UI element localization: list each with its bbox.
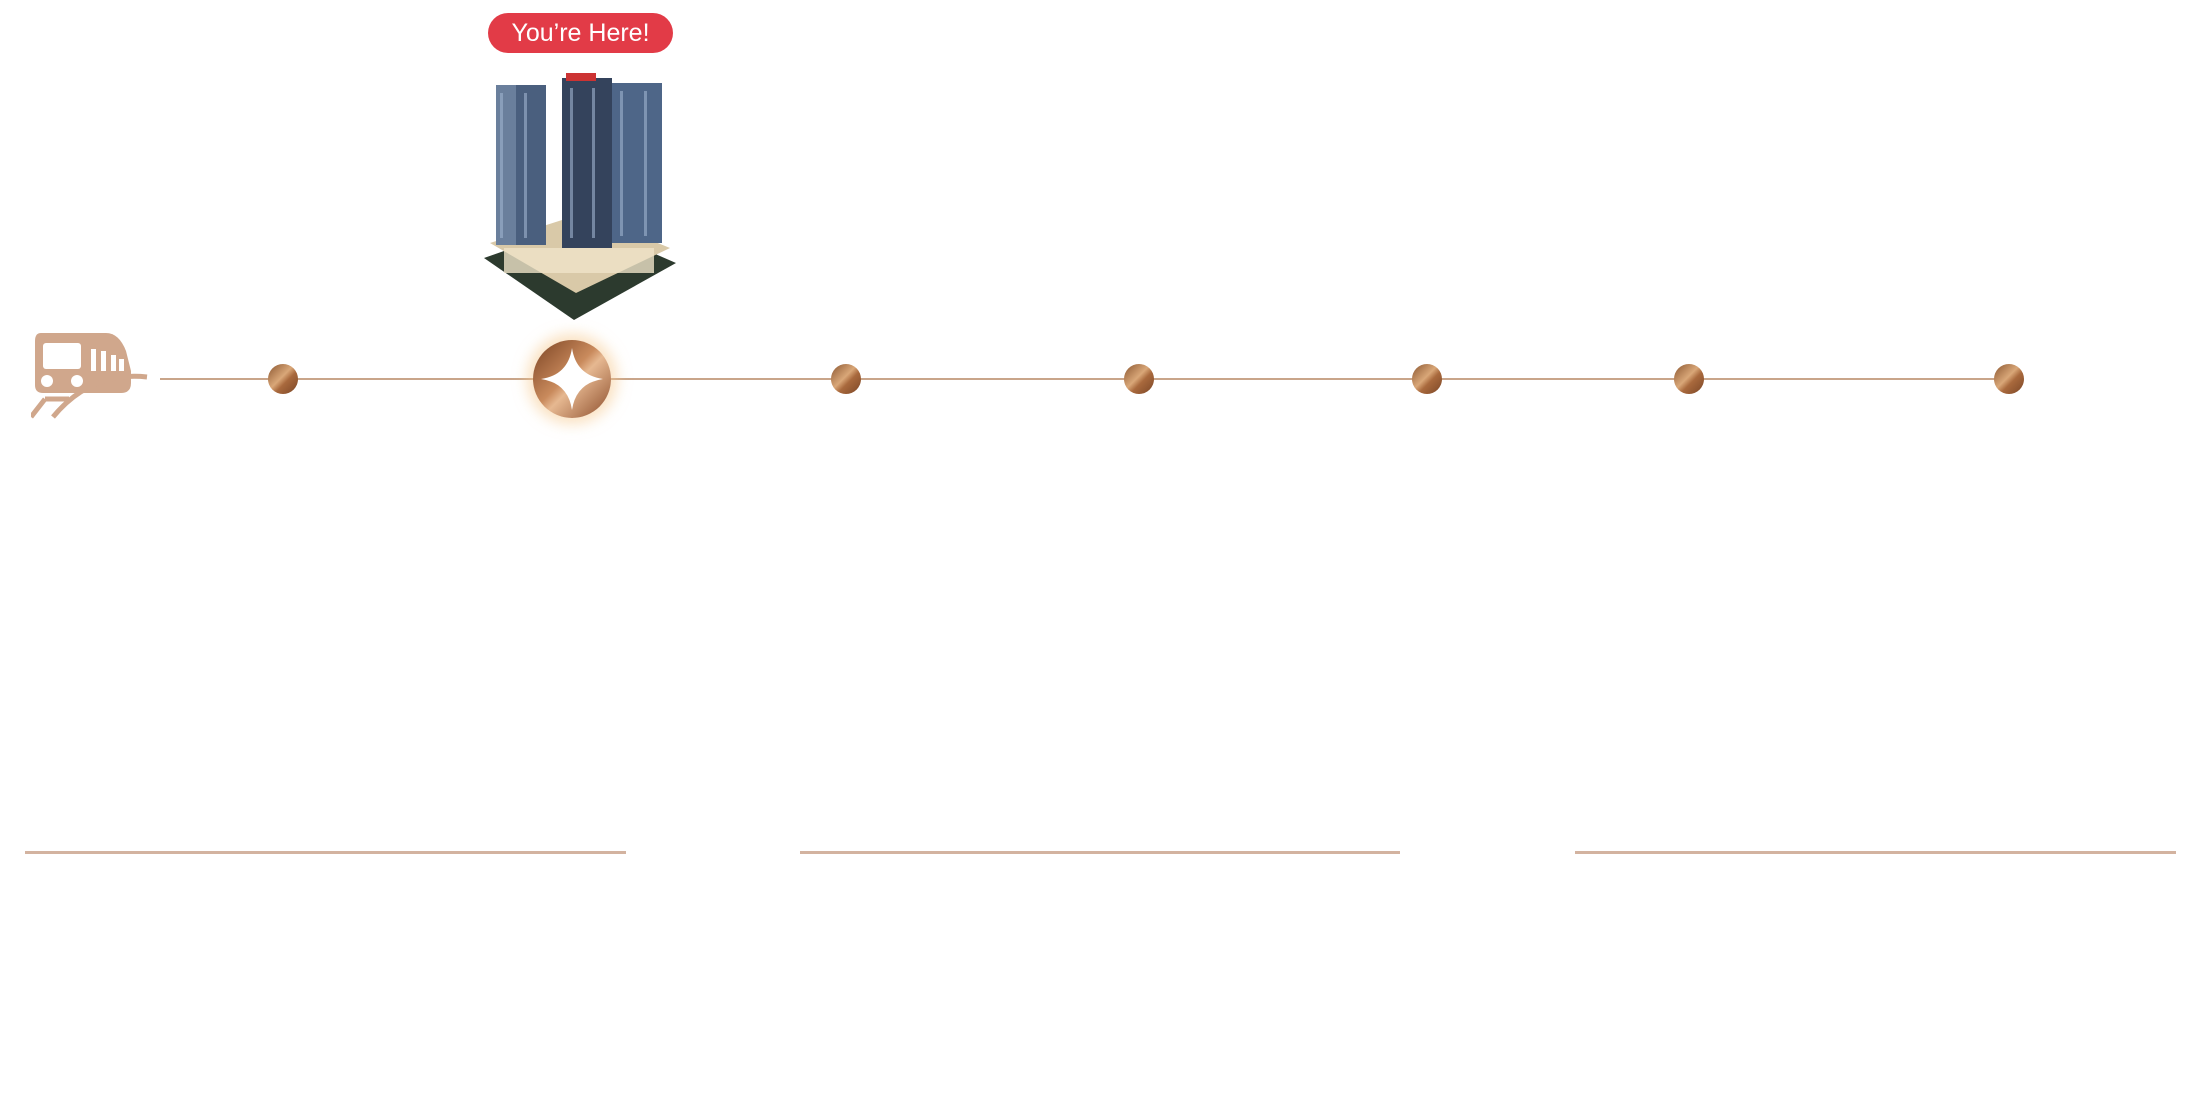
divider-2 — [800, 851, 1400, 854]
timeline-current-stop[interactable] — [533, 340, 611, 418]
building-image — [484, 73, 676, 320]
timeline-stop-1[interactable] — [268, 364, 298, 394]
timeline-stop-2[interactable] — [831, 364, 861, 394]
divider-1 — [25, 851, 626, 854]
timeline-stop-6[interactable] — [1994, 364, 2024, 394]
timeline-stop-5[interactable] — [1674, 364, 1704, 394]
you-are-here-badge: You’re Here! — [488, 13, 673, 53]
timeline-stop-3[interactable] — [1124, 364, 1154, 394]
sparkle-star-icon — [541, 348, 603, 410]
timeline-track — [160, 378, 2009, 380]
timeline-stop-4[interactable] — [1412, 364, 1442, 394]
divider-3 — [1575, 851, 2176, 854]
train-icon — [31, 333, 148, 419]
